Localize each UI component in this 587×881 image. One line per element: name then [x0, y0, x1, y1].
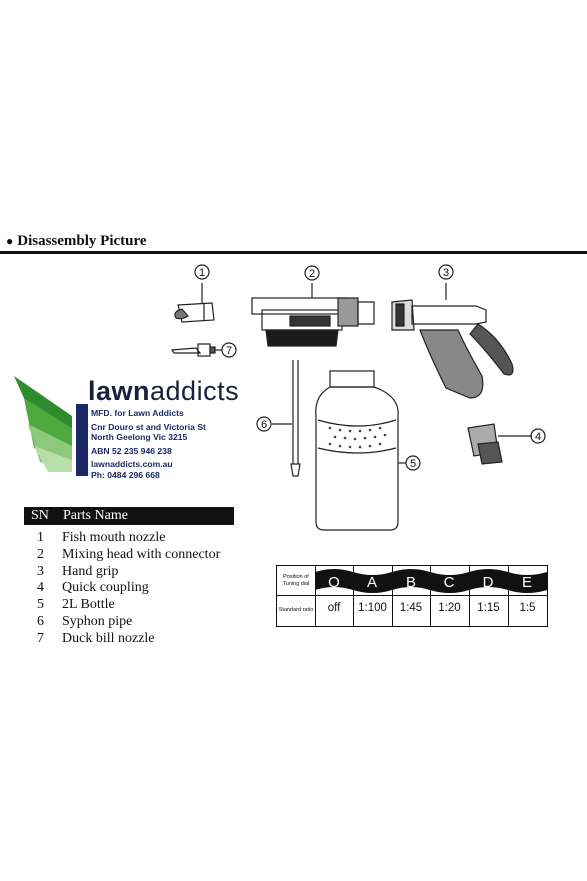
parts-name-header: Parts Name: [63, 508, 128, 523]
section-title-text: Disassembly Picture: [17, 233, 147, 249]
part-name: Duck bill nozzle: [62, 630, 155, 646]
dial-position-b: B: [406, 574, 416, 591]
dial-position-d: D: [483, 574, 494, 591]
part-number: 6: [37, 613, 44, 629]
callout-7: 7: [221, 342, 237, 358]
ratio-value: 1:100: [358, 602, 387, 614]
part-name: Hand grip: [62, 563, 119, 579]
ratio-label: Standard ratio: [278, 607, 314, 613]
callout-2: 2: [304, 265, 320, 281]
svg-text:7: 7: [226, 345, 232, 357]
parts-table-header: SN Parts Name: [24, 507, 234, 525]
callout-3: 3: [438, 264, 454, 280]
brand-name: lawnaddicts: [88, 376, 239, 407]
part-number: 5: [37, 597, 44, 613]
company-line: North Geelong Vic 3215: [91, 432, 188, 443]
hand-grip-drawing: [391, 283, 514, 399]
quick-coupling-drawing: [467, 423, 532, 465]
part-name: 2L Bottle: [62, 597, 115, 613]
fish-mouth-nozzle-drawing: [174, 283, 215, 323]
part-number: 3: [37, 563, 44, 579]
brand-part-1: lawn: [88, 376, 151, 406]
callout-markers: 1 2 3 4 5 6 7: [194, 264, 546, 471]
brand-part-2: addicts: [150, 376, 240, 406]
dial-position-c: C: [444, 574, 455, 591]
ratio-value: off: [327, 602, 341, 614]
part-number: 1: [37, 530, 44, 545]
callout-5: 5: [405, 455, 421, 471]
disassembly-diagram: 1 2 3 4 5 6 7: [170, 264, 546, 531]
ratio-value: 1:5: [519, 602, 536, 614]
svg-text:5: 5: [410, 458, 416, 470]
callout-6: 6: [256, 416, 272, 432]
dial-position-a: A: [367, 574, 377, 591]
part-name: Fish mouth nozzle: [62, 530, 166, 545]
svg-text:4: 4: [535, 431, 541, 443]
column-divider: [430, 566, 431, 626]
ratio-value: 1:15: [477, 602, 500, 614]
tuning-dial-band: O A B C D E: [315, 569, 547, 593]
company-line: ABN 52 235 946 238: [91, 445, 172, 456]
sn-header: SN: [31, 508, 49, 523]
column-divider: [392, 566, 393, 626]
svg-text:2: 2: [309, 268, 315, 280]
bullet-icon: ●: [6, 234, 14, 248]
company-details: MFD. for Lawn Addicts Cnr Douro st and V…: [91, 408, 206, 481]
company-line: Cnr Douro st and Victoria St: [91, 421, 206, 432]
company-line: lawnaddicts.com.au: [91, 459, 173, 470]
callout-4: 4: [530, 428, 546, 444]
part-number: 2: [37, 546, 44, 562]
column-divider: [353, 566, 354, 626]
column-divider: [315, 566, 316, 626]
svg-text:1: 1: [199, 267, 205, 279]
ratio-table: Position of Tuning dial Standard ratio O…: [276, 565, 548, 627]
part-number: 7: [37, 630, 44, 646]
company-line: MFD. for Lawn Addicts: [91, 408, 184, 418]
ratio-value: 1:45: [399, 602, 423, 614]
svg-text:6: 6: [261, 419, 267, 431]
dial-position-o: O: [328, 574, 340, 591]
heading-rule: [0, 251, 587, 254]
syphon-pipe-drawing: [272, 360, 301, 477]
ratio-value: 1:20: [438, 602, 461, 614]
dial-position-e: E: [522, 574, 532, 591]
company-line: Ph: 0484 296 668: [91, 469, 160, 480]
duck-bill-nozzle-drawing: [170, 343, 222, 357]
table-divider: [277, 595, 547, 596]
callout-1: 1: [194, 264, 210, 280]
lawn-addicts-logo: [14, 376, 88, 476]
part-number: 4: [37, 580, 44, 596]
part-name: Syphon pipe: [62, 613, 133, 629]
column-divider: [469, 566, 470, 626]
bottle-drawing: [315, 370, 406, 531]
mixing-head-drawing: [251, 283, 375, 347]
column-divider: [508, 566, 509, 626]
position-label: Position of Tuning dial: [282, 574, 310, 587]
section-heading: ●Disassembly Picture: [6, 233, 147, 250]
svg-text:3: 3: [443, 267, 449, 279]
part-name: Quick coupling: [62, 580, 149, 596]
part-name: Mixing head with connector: [62, 546, 221, 562]
